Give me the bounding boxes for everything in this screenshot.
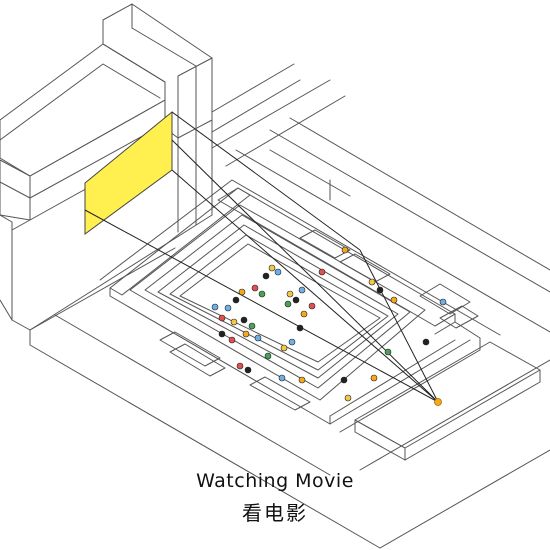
caption-title-en: Watching Movie — [196, 470, 354, 492]
benches — [159, 229, 479, 411]
seating-rings — [129, 204, 426, 401]
plaza-floor — [179, 243, 381, 363]
street-lines — [29, 63, 550, 549]
projection-rays — [84, 111, 439, 403]
audience — [211, 246, 447, 402]
right-blocks — [269, 149, 541, 461]
caption-title-zh: 看电影 — [242, 501, 308, 525]
plaza-outer — [99, 179, 501, 433]
projector-icon — [434, 398, 442, 406]
screen-icon — [84, 110, 173, 235]
